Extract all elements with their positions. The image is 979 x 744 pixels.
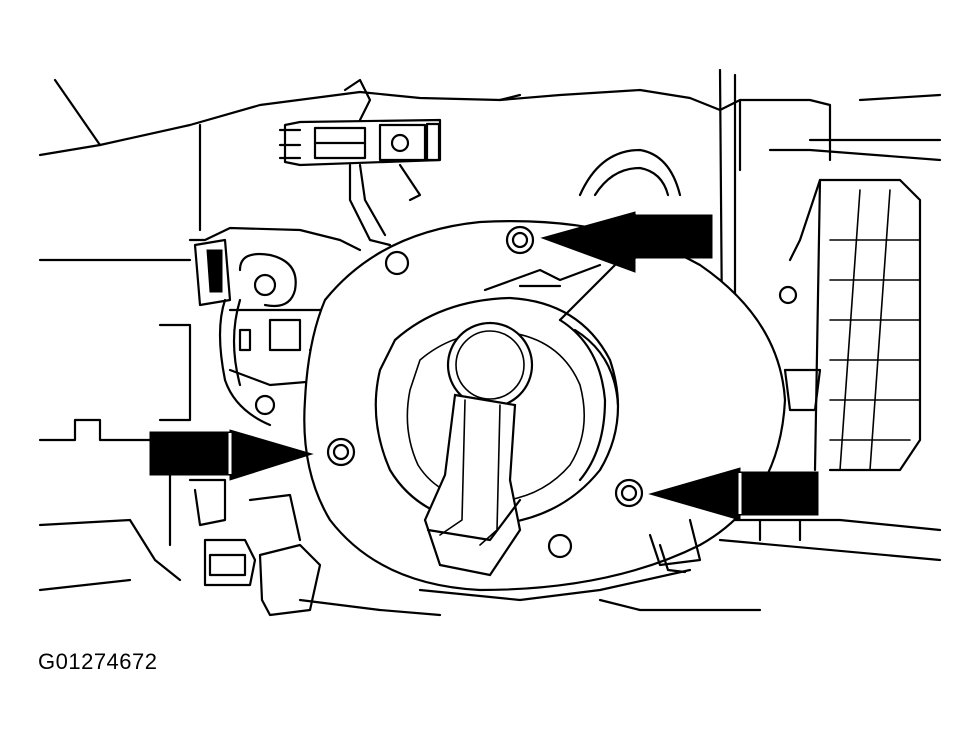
- column-housing: [38, 68, 942, 617]
- arrow-upper-bolt: [540, 211, 713, 273]
- top-electrical-connector: [278, 78, 442, 247]
- arrow-left-bolt: [149, 429, 314, 481]
- clockspring-left-bolt: [326, 437, 356, 467]
- clockspring-lower-right-bolt: [614, 478, 644, 508]
- arrow-lower-right-bolt: [648, 467, 819, 521]
- clockspring: [303, 148, 822, 592]
- clockspring-upper-bolt: [505, 225, 535, 255]
- figure-id-label: G01274672: [38, 649, 158, 674]
